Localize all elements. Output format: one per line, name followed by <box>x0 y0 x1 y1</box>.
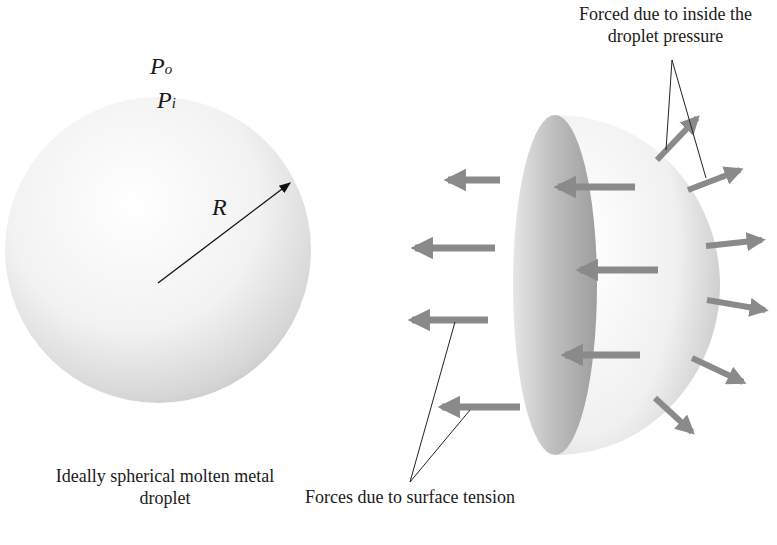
radius-symbol: R <box>212 193 242 222</box>
pressure-arrows <box>655 118 765 432</box>
radius-arrow <box>158 183 290 283</box>
droplet-caption-label: Ideally spherical molten metal droplet <box>50 466 280 509</box>
surface-tension-label: Forces due to surface tension <box>300 487 520 509</box>
hemisphere-face <box>513 115 597 455</box>
inside-pressure-symbol: Pi <box>157 86 197 115</box>
outside-pressure-symbol: Po <box>150 52 190 81</box>
droplet-sphere <box>5 97 311 403</box>
leader-lines <box>410 60 706 482</box>
surface-tension-arrows <box>412 180 658 407</box>
pressure-label: Forced due to inside the droplet pressur… <box>558 4 773 47</box>
